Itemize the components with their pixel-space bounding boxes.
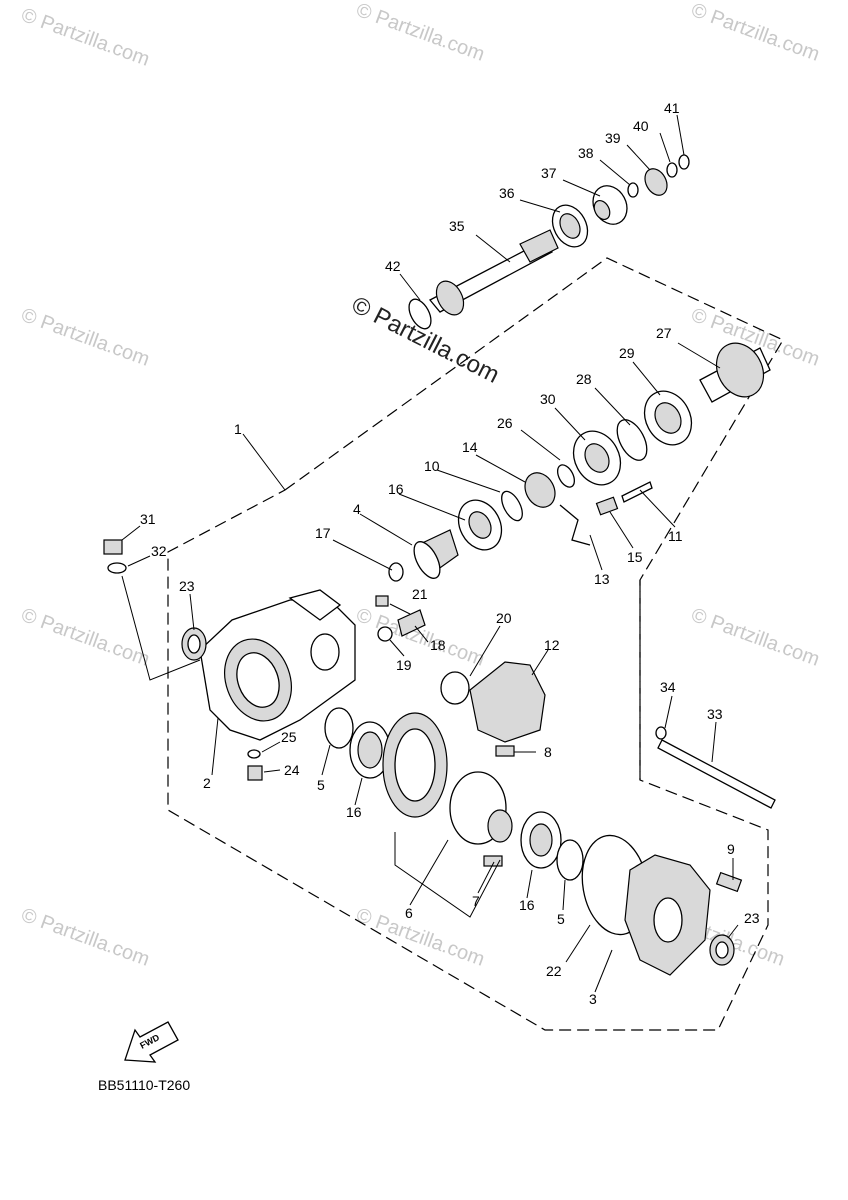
- callout-23: 23: [744, 910, 760, 926]
- pinion-shaft-assembly: [408, 154, 690, 330]
- callout-16: 16: [388, 481, 404, 497]
- callout-20: 20: [496, 610, 512, 626]
- callout-27: 27: [656, 325, 672, 341]
- callout-1: 1: [234, 421, 242, 437]
- callout-5: 5: [317, 777, 325, 793]
- gear-cover: [440, 661, 546, 757]
- assembly-outline: [167, 257, 784, 1031]
- callout-21: 21: [412, 586, 428, 602]
- callout-34: 34: [660, 679, 676, 695]
- pinion-gear-assembly: [388, 499, 503, 582]
- coupling-assembly: [501, 342, 771, 546]
- callout-2: 2: [203, 775, 211, 791]
- watermark-text: © Partzilla.com: [18, 304, 152, 371]
- watermark-text: © Partzilla.com: [18, 4, 152, 71]
- callout-7: 7: [472, 893, 480, 909]
- callout-37: 37: [541, 165, 557, 181]
- callout-25: 25: [281, 729, 297, 745]
- callout-5: 5: [557, 911, 565, 927]
- callout-23: 23: [179, 578, 195, 594]
- callout-16: 16: [519, 897, 535, 913]
- callout-24: 24: [284, 762, 300, 778]
- callout-42: 42: [385, 258, 401, 274]
- callout-4: 4: [353, 501, 361, 517]
- callout-35: 35: [449, 218, 465, 234]
- fwd-arrow: FWD: [124, 1021, 179, 1063]
- callout-14: 14: [462, 439, 478, 455]
- differential-case: [103, 539, 426, 781]
- callout-41: 41: [664, 100, 680, 116]
- callout-11: 11: [668, 528, 683, 544]
- watermark-text: © Partzilla.com: [353, 904, 487, 971]
- callout-39: 39: [605, 130, 621, 146]
- side-housing: [581, 834, 743, 976]
- callout-9: 9: [727, 841, 735, 857]
- watermark-text: © Partzilla.com: [688, 604, 822, 671]
- callout-38: 38: [578, 145, 594, 161]
- watermark-text: © Partzilla.com: [688, 0, 822, 66]
- watermark-text: © Partzilla.com: [18, 904, 152, 971]
- callout-28: 28: [576, 371, 592, 387]
- callout-13: 13: [594, 571, 610, 587]
- callout-18: 18: [430, 637, 446, 653]
- leader-lines: [121, 114, 739, 993]
- callout-16: 16: [346, 804, 362, 820]
- callout-31: 31: [140, 511, 156, 527]
- callout-8: 8: [544, 744, 552, 760]
- callout-15: 15: [627, 549, 643, 565]
- callout-10: 10: [424, 458, 440, 474]
- callout-33: 33: [707, 706, 723, 722]
- callout-29: 29: [619, 345, 635, 361]
- callout-22: 22: [546, 963, 562, 979]
- callout-26: 26: [497, 415, 513, 431]
- axle-shaft: [655, 726, 776, 809]
- callout-12: 12: [544, 637, 560, 653]
- callout-40: 40: [633, 118, 649, 134]
- callout-32: 32: [151, 543, 167, 559]
- callout-numbers: 1 2 3 4 5 5 6 7 8 9 10 11 12 13 14 15 16…: [140, 100, 760, 1007]
- callout-30: 30: [540, 391, 556, 407]
- ring-gear-assembly: [324, 707, 584, 881]
- diagram-code: BB51110-T260: [98, 1077, 190, 1093]
- watermarks: © Partzilla.com © Partzilla.com © Partzi…: [18, 0, 822, 971]
- callout-17: 17: [315, 525, 331, 541]
- callout-19: 19: [396, 657, 412, 673]
- callout-6: 6: [405, 905, 413, 921]
- callout-36: 36: [499, 185, 515, 201]
- watermark-text: © Partzilla.com: [353, 0, 487, 66]
- callout-3: 3: [589, 991, 597, 1007]
